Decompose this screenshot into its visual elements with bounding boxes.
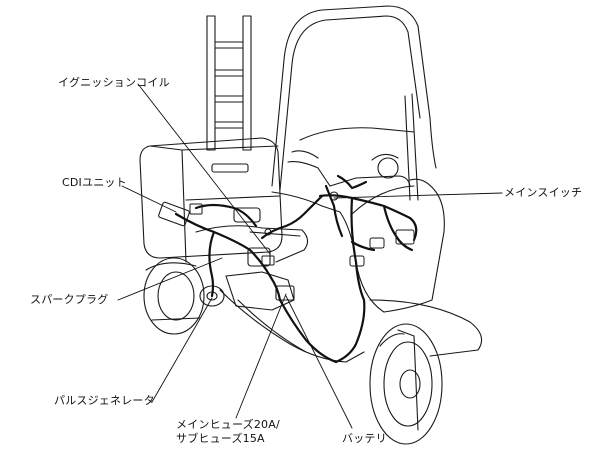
leader-main-switch xyxy=(333,192,503,199)
callout-sub-fuse: サブヒューズ15A xyxy=(176,432,265,445)
callout-fuses: メインヒューズ20A/ サブヒューズ15A xyxy=(176,418,280,446)
wiring-harness xyxy=(174,174,418,364)
leader-lines xyxy=(117,83,503,429)
leader-pulse-generator xyxy=(151,297,213,403)
callout-ignition-coil: イグニッションコイル xyxy=(58,76,170,89)
callout-battery: バッテリ xyxy=(342,432,387,445)
callout-pulse-generator: パルスジェネレータ xyxy=(54,394,155,407)
roof-canopy xyxy=(271,5,437,201)
front-wheel xyxy=(369,323,443,445)
leader-cdi-unit xyxy=(121,185,177,213)
rear-rack-frame xyxy=(206,15,252,151)
scooter-body xyxy=(195,178,483,363)
leader-spark-plug xyxy=(117,257,223,301)
rear-wheel xyxy=(143,257,205,335)
leader-battery xyxy=(285,295,353,429)
callout-spark-plug: スパークプラグ xyxy=(30,293,109,306)
harness-connectors xyxy=(189,203,415,267)
leader-ignition-coil xyxy=(137,83,271,255)
callout-main-fuse: メインヒューズ20A/ xyxy=(176,418,280,431)
callout-cdi-unit: CDIユニット xyxy=(62,176,127,189)
handlebar xyxy=(287,150,411,187)
leader-main-fuse xyxy=(235,293,287,419)
callout-main-switch: メインスイッチ xyxy=(504,186,583,199)
